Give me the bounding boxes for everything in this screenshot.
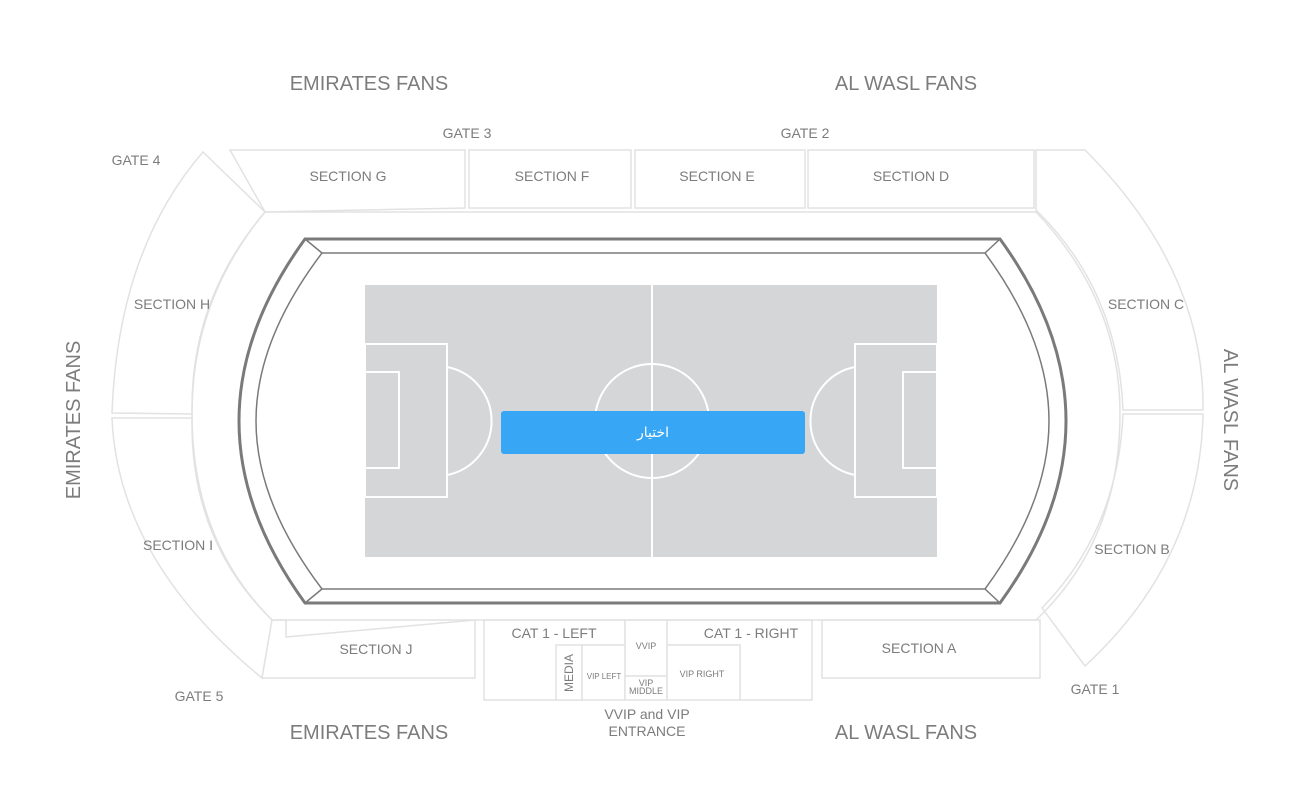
fans-label-bottom-right: AL WASL FANS (835, 722, 977, 744)
gate-3-label: GATE 3 (443, 125, 492, 141)
gate-4-label: GATE 4 (112, 152, 161, 168)
vip-left-label: VIP LEFT (587, 672, 622, 681)
track-corner-br (984, 588, 1001, 604)
fans-label-bottom-left: EMIRATES FANS (290, 722, 449, 744)
fans-label-left: EMIRATES FANS (63, 341, 85, 500)
section-e-stand[interactable] (634, 149, 806, 209)
section-g-stand[interactable] (228, 149, 466, 213)
fans-label-right: AL WASL FANS (1219, 349, 1241, 491)
section-a-label: SECTION A (882, 640, 957, 656)
vip-middle-label-1: VIP (639, 678, 654, 688)
section-f-stand[interactable] (468, 149, 632, 209)
section-d-stand[interactable] (807, 149, 1035, 209)
section-a-stand[interactable] (821, 619, 1041, 679)
section-b-label: SECTION B (1094, 541, 1169, 557)
fans-label-top-left: EMIRATES FANS (290, 73, 449, 95)
section-j-label: SECTION J (339, 641, 412, 657)
section-f-label: SECTION F (515, 168, 590, 184)
select-button[interactable]: اختيار (501, 411, 805, 454)
vip-left-stand[interactable] (581, 644, 626, 701)
track-corner-tl (304, 238, 323, 254)
fans-label-top-right: AL WASL FANS (835, 73, 977, 95)
left-goal-box (364, 371, 400, 469)
vip-right-stand[interactable] (666, 644, 741, 701)
section-i-label: SECTION I (143, 537, 213, 553)
section-d-label: SECTION D (873, 168, 949, 184)
gate-5-label: GATE 5 (175, 688, 224, 704)
entrance-label-2: ENTRANCE (608, 723, 685, 739)
cat1-right-label: CAT 1 - RIGHT (704, 625, 799, 641)
gate-2-label: GATE 2 (781, 125, 830, 141)
section-h-label: SECTION H (134, 296, 210, 312)
section-c-stand[interactable] (1035, 149, 1204, 411)
section-b-stand[interactable] (1041, 413, 1204, 668)
vvip-label: VVIP (636, 641, 657, 651)
cat1-left-label: CAT 1 - LEFT (511, 625, 597, 641)
gate-1-label: GATE 1 (1071, 681, 1120, 697)
section-c-label: SECTION C (1108, 296, 1184, 312)
section-g-label: SECTION G (309, 168, 386, 184)
media-label: MEDIA (562, 654, 576, 692)
concourse-ring (191, 211, 1121, 621)
entrance-label-1: VVIP and VIP (604, 706, 689, 722)
right-penalty-arc (809, 366, 856, 476)
vip-middle-label-2: MIDDLE (629, 686, 663, 696)
track-corner-tr (984, 238, 1001, 254)
right-goal-box (902, 371, 938, 469)
left-penalty-arc (446, 366, 493, 476)
track-corner-bl (304, 588, 323, 604)
section-e-label: SECTION E (679, 168, 754, 184)
vip-right-label: VIP RIGHT (680, 669, 725, 679)
